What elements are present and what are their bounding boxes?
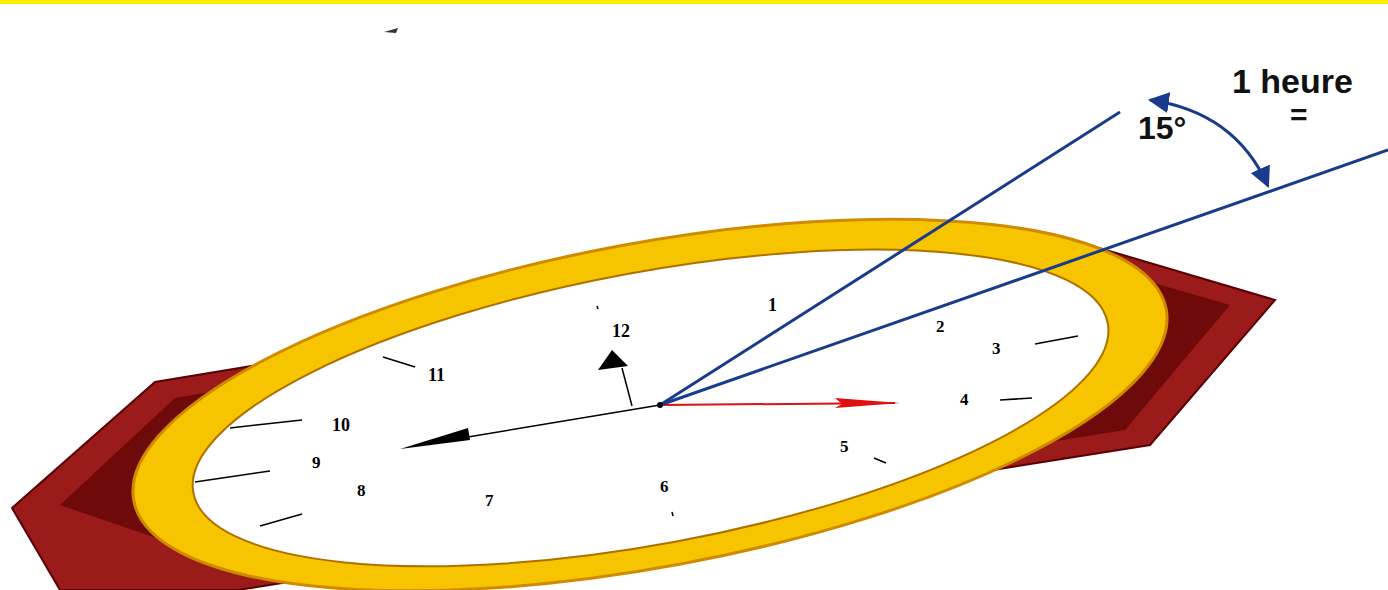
short-hand	[622, 368, 632, 406]
hour-number: 1	[768, 296, 777, 314]
short-hand-head	[598, 350, 628, 370]
tick-marks	[195, 306, 1078, 526]
hour-number: 10	[332, 416, 350, 434]
clock-face	[169, 189, 1133, 590]
second-hand-head	[835, 398, 900, 408]
clock-ring	[104, 150, 1195, 590]
hour-number: 8	[357, 482, 366, 499]
title-label: 1 heure	[1232, 64, 1353, 98]
angle-line	[660, 112, 1120, 405]
hour-number: 2	[936, 318, 945, 335]
hour-number: 9	[312, 454, 321, 471]
hour-number: 5	[840, 438, 849, 455]
angle-line	[660, 150, 1388, 405]
long-hand-head	[400, 428, 470, 449]
equals-sign: =	[1290, 100, 1308, 130]
angle-label: 15°	[1138, 112, 1186, 144]
hour-number: 7	[485, 492, 494, 509]
hour-number: 4	[960, 391, 969, 408]
mark	[384, 28, 398, 33]
hour-number: 11	[428, 366, 445, 384]
top-bar	[0, 0, 1388, 4]
hour-number: 3	[992, 340, 1001, 357]
hour-number: 6	[660, 478, 669, 495]
clock-center	[657, 402, 663, 408]
hour-number: 12	[612, 322, 630, 340]
